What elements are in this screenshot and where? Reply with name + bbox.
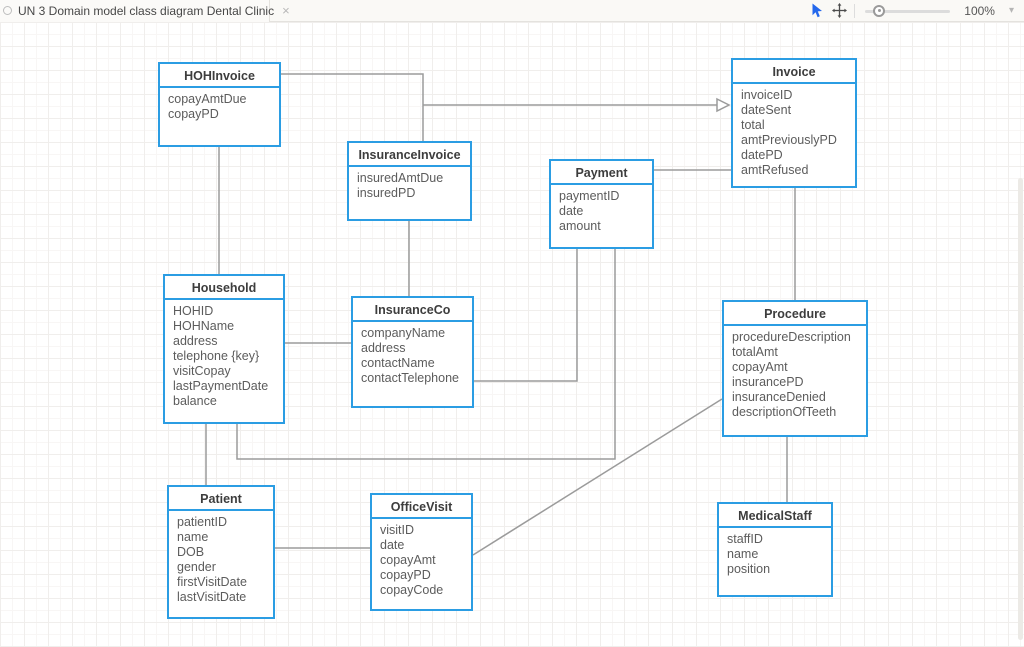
attribute: lastPaymentDate — [173, 379, 269, 393]
attribute: datePD — [741, 148, 783, 162]
document-tab[interactable]: UN 3 Domain model class diagram Dental C… — [0, 0, 290, 22]
attribute: insuredAmtDue — [357, 171, 444, 185]
connector-layer — [205, 73, 796, 556]
attribute: telephone {key} — [173, 349, 260, 363]
document-title: UN 3 Domain model class diagram Dental C… — [18, 3, 275, 18]
chevron-down-icon[interactable]: ▾ — [1008, 5, 1014, 16]
attribute: gender — [177, 560, 216, 574]
attribute: position — [727, 562, 771, 576]
attribute: lastVisitDate — [177, 590, 247, 604]
attribute: procedureDescription — [732, 330, 851, 344]
connector-hohinvoice-branch[interactable] — [281, 73, 424, 141]
attribute: visitID — [380, 523, 415, 537]
class-title: OfficeVisit — [372, 495, 471, 519]
attribute: copayPD — [380, 568, 431, 582]
attribute: invoiceID — [741, 88, 793, 102]
attribute: date — [380, 538, 405, 552]
attribute: firstVisitDate — [177, 575, 247, 589]
attribute: DOB — [177, 545, 205, 559]
attribute: name — [177, 530, 209, 544]
document-status-icon — [3, 6, 12, 15]
attribute: address — [361, 341, 406, 355]
vertical-scrollbar[interactable] — [1018, 178, 1023, 640]
attribute: descriptionOfTeeth — [732, 405, 837, 419]
attribute: paymentID — [559, 189, 620, 203]
class-title: Patient — [169, 487, 273, 511]
pan-tool-icon[interactable] — [828, 0, 850, 22]
attribute: patientID — [177, 515, 228, 529]
class-title: Invoice — [733, 60, 855, 84]
zoom-slider-knob[interactable] — [873, 4, 886, 17]
attribute: amtRefused — [741, 163, 809, 177]
attribute: address — [173, 334, 218, 348]
attribute: dateSent — [741, 103, 792, 117]
attribute: name — [727, 547, 759, 561]
class-title: Household — [165, 276, 283, 300]
class-title: Payment — [551, 161, 652, 185]
attribute: totalAmt — [732, 345, 778, 359]
class-title: InsuranceCo — [353, 298, 472, 322]
tab-bar: UN 3 Domain model class diagram Dental C… — [0, 0, 1024, 22]
toolbar-divider — [854, 3, 856, 18]
attribute: copayCode — [380, 583, 444, 597]
generalization-arrow-icon — [716, 97, 731, 113]
zoom-slider-track[interactable] — [865, 9, 951, 13]
select-cursor-icon[interactable] — [806, 0, 828, 22]
attribute: copayAmt — [732, 360, 788, 374]
attribute: HOHName — [173, 319, 235, 333]
attribute: balance — [173, 394, 217, 408]
attribute: staffID — [727, 532, 763, 546]
connector-officevisit-procedure[interactable] — [472, 398, 723, 556]
attribute: amtPreviouslyPD — [741, 133, 837, 147]
close-tab-icon[interactable]: × — [282, 3, 290, 18]
attribute: copayAmt — [380, 553, 436, 567]
attribute: copayPD — [168, 107, 219, 121]
attribute: total — [741, 118, 765, 132]
connector-household-payment[interactable] — [236, 249, 616, 460]
zoom-level[interactable]: 100% — [964, 3, 995, 18]
class-title: MedicalStaff — [719, 504, 831, 528]
attribute: HOHID — [173, 304, 214, 318]
class-title: HOHInvoice — [160, 64, 279, 88]
class-title: InsuranceInvoice — [349, 143, 470, 167]
attribute: contactTelephone — [361, 371, 459, 385]
attribute: visitCopay — [173, 364, 231, 378]
attribute: contactName — [361, 356, 435, 370]
attribute: insuranceDenied — [732, 390, 826, 404]
class-title: Procedure — [724, 302, 866, 326]
attribute: copayAmtDue — [168, 92, 247, 106]
attribute: insuredPD — [357, 186, 416, 200]
attribute: insurancePD — [732, 375, 804, 389]
attribute: companyName — [361, 326, 446, 340]
zoom-slider[interactable] — [865, 0, 951, 22]
view-controls: 100% ▾ — [806, 0, 1024, 22]
attribute: date — [559, 204, 584, 218]
attribute: amount — [559, 219, 601, 233]
connector-insuranceco-payment[interactable] — [474, 249, 578, 382]
